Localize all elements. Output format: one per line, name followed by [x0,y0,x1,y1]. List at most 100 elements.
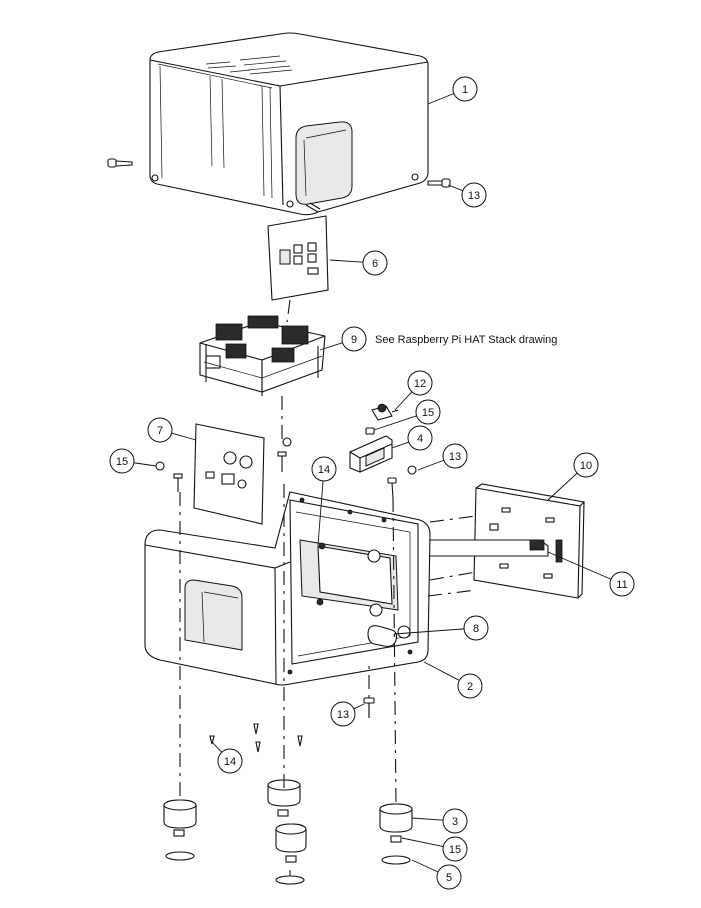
callout-circle [442,808,468,834]
callout-number: 13 [337,709,349,721]
callout-circle [407,370,433,396]
callout-3: 3 [411,808,468,834]
rubber-foot-right [379,803,413,865]
callout-bubbles: 1 13 6 9 12 15 4 7 15 13 14 10 11 8 2 13 14 3 15 5 [109,76,635,890]
callout-13: 13 [330,701,365,727]
callout-number: 11 [616,579,627,591]
callout-circle [436,864,462,890]
callout-circle [442,836,468,862]
screw-mid-top [277,437,292,472]
callout-leader-line [329,259,364,263]
callout-circle [457,673,483,699]
cover-screw-right [427,178,451,188]
callout-14: 14 [211,741,243,774]
callout-7: 7 [147,417,197,443]
callout-leader-line [547,472,578,501]
callout-leader-line [353,703,365,710]
callout-circle [452,76,478,102]
front-panel-label-part [267,215,329,301]
screw-left-15 [155,461,183,492]
callout-circle [341,326,367,352]
callout-11: 11 [547,551,635,597]
rubber-foot-center-lower [275,823,307,885]
callout-number: 13 [449,451,461,463]
callout-circle [461,182,487,208]
callout-13: 13 [417,443,468,471]
callout-8: 8 [393,615,489,641]
connector-part-12 [371,403,399,421]
callout-circle [442,443,468,469]
callout-number: 15 [116,456,128,468]
callout-leader-line [391,441,409,449]
callout-leader-line [417,459,444,471]
callout-number: 15 [449,844,461,856]
callout-leader-line [447,184,463,192]
callout-circle [362,250,388,276]
callout-circle [407,425,433,451]
screw-13-mid [387,465,417,499]
callout-number: 1 [462,84,468,96]
rubber-foot-left [163,799,197,861]
callout-15: 15 [401,836,468,862]
callout-leader-line [211,741,223,753]
callout-6: 6 [329,250,388,276]
callout-number: 8 [473,623,479,635]
callout-leader-line [133,462,157,467]
cover-screw-left [107,158,133,168]
callout-leader-line [394,391,413,411]
callout-14: 14 [311,456,337,546]
callout-15: 15 [373,399,441,431]
callout-number: 9 [351,334,357,346]
cover-screw-bottom [305,202,321,213]
callout-number: 2 [467,681,473,693]
callout-leader-line [373,415,417,431]
small-screws-14 [209,723,303,753]
callout-number: 14 [318,464,330,476]
callout-number: 4 [417,433,423,445]
callout-leader-line [411,817,444,821]
callout-5: 5 [411,859,462,890]
callout-circle [311,456,337,482]
callout-9: 9 [319,326,367,352]
callout-number: 13 [468,190,480,202]
callout-12: 12 [394,370,433,411]
callout-1: 1 [427,76,478,105]
callout-15: 15 [109,448,157,474]
callout-number: 14 [224,756,236,768]
callout-circle [330,701,356,727]
callout-leader-line [393,628,465,635]
callout-leader-line [427,93,455,105]
side-plate-part [193,423,265,525]
callout-number: 6 [372,258,378,270]
callout-10: 10 [547,452,599,501]
callout-circle [415,399,441,425]
callout-number: 10 [580,460,592,472]
callout-circle [217,748,243,774]
callout-leader-line [171,432,197,441]
callout-number: 15 [422,407,434,419]
raspberry-pi-hat-stack-part [199,315,326,396]
callout-number: 7 [157,425,163,437]
hat-stack-reference-note: See Raspberry Pi HAT Stack drawing [375,334,557,346]
callout-circle [463,615,489,641]
callout-4: 4 [391,425,433,451]
ribbon-cable-part [427,539,549,557]
callout-circle [147,417,173,443]
bracket-part-4 [349,435,393,473]
callout-circle [609,571,635,597]
callout-leader-line [319,342,343,351]
nut-part-15-upper [365,427,375,435]
callout-number: 12 [414,378,426,390]
callout-circle [573,452,599,478]
callout-leader-line [411,859,439,873]
callout-leader-line [317,480,324,546]
callout-leader-line [547,551,612,580]
callout-circle [109,448,135,474]
callout-leader-line [401,837,444,848]
callout-number: 3 [452,816,458,828]
base-enclosure-part [144,491,431,686]
callout-number: 5 [446,872,452,884]
callout-13: 13 [447,182,487,208]
top-cover-part [149,32,429,216]
